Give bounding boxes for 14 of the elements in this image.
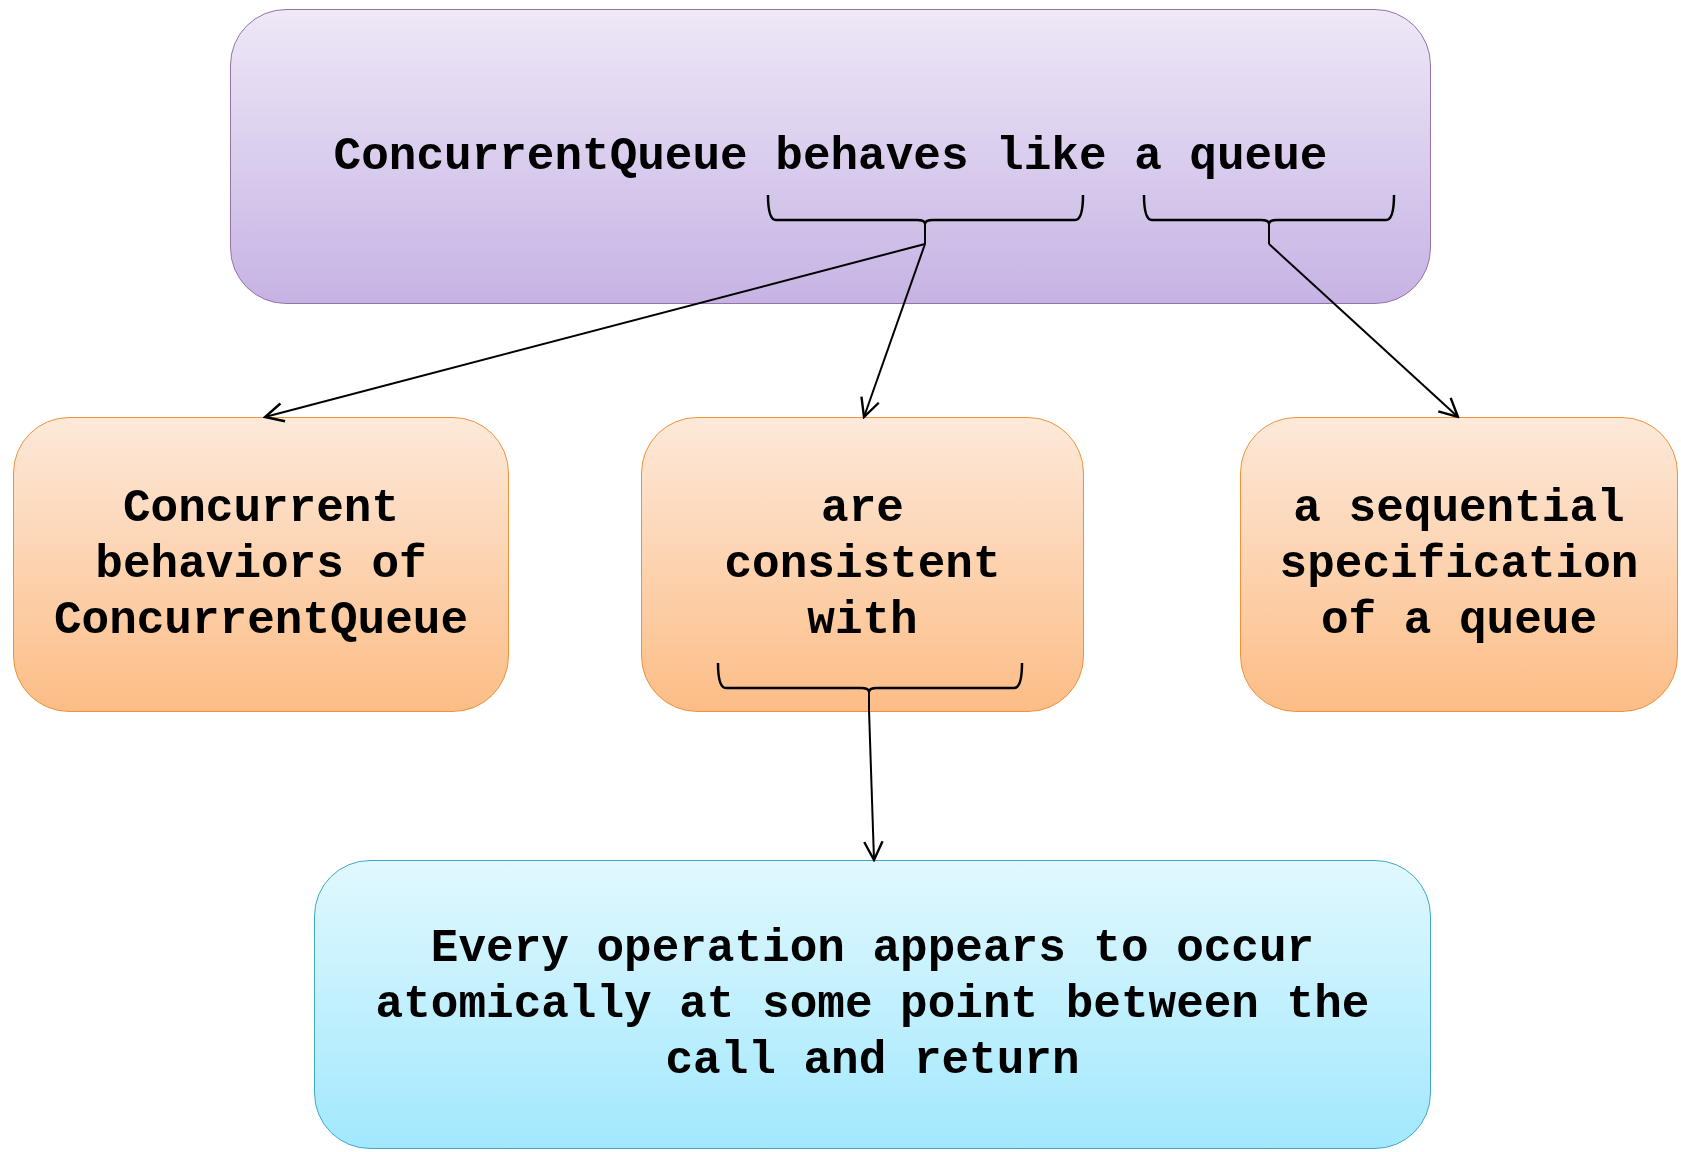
concept-box xyxy=(641,417,1084,712)
arrow xyxy=(860,243,926,419)
definition-box xyxy=(314,860,1431,1149)
concept-box xyxy=(13,417,509,712)
concept-box xyxy=(1240,417,1678,712)
box-text: a sequential specification of a queue xyxy=(1278,481,1640,649)
arrow xyxy=(1268,243,1460,419)
box-text: ConcurrentQueue behaves like a queue xyxy=(332,129,1329,185)
box-text: are consistent with xyxy=(723,481,1002,649)
arrow xyxy=(263,243,926,423)
arrow xyxy=(863,709,884,862)
box-text: Every operation appears to occur atomically at some point between the call and return xyxy=(374,921,1371,1089)
box-text: Concurrent behaviors of ConcurrentQueue xyxy=(52,481,470,649)
statement-box xyxy=(230,9,1431,304)
